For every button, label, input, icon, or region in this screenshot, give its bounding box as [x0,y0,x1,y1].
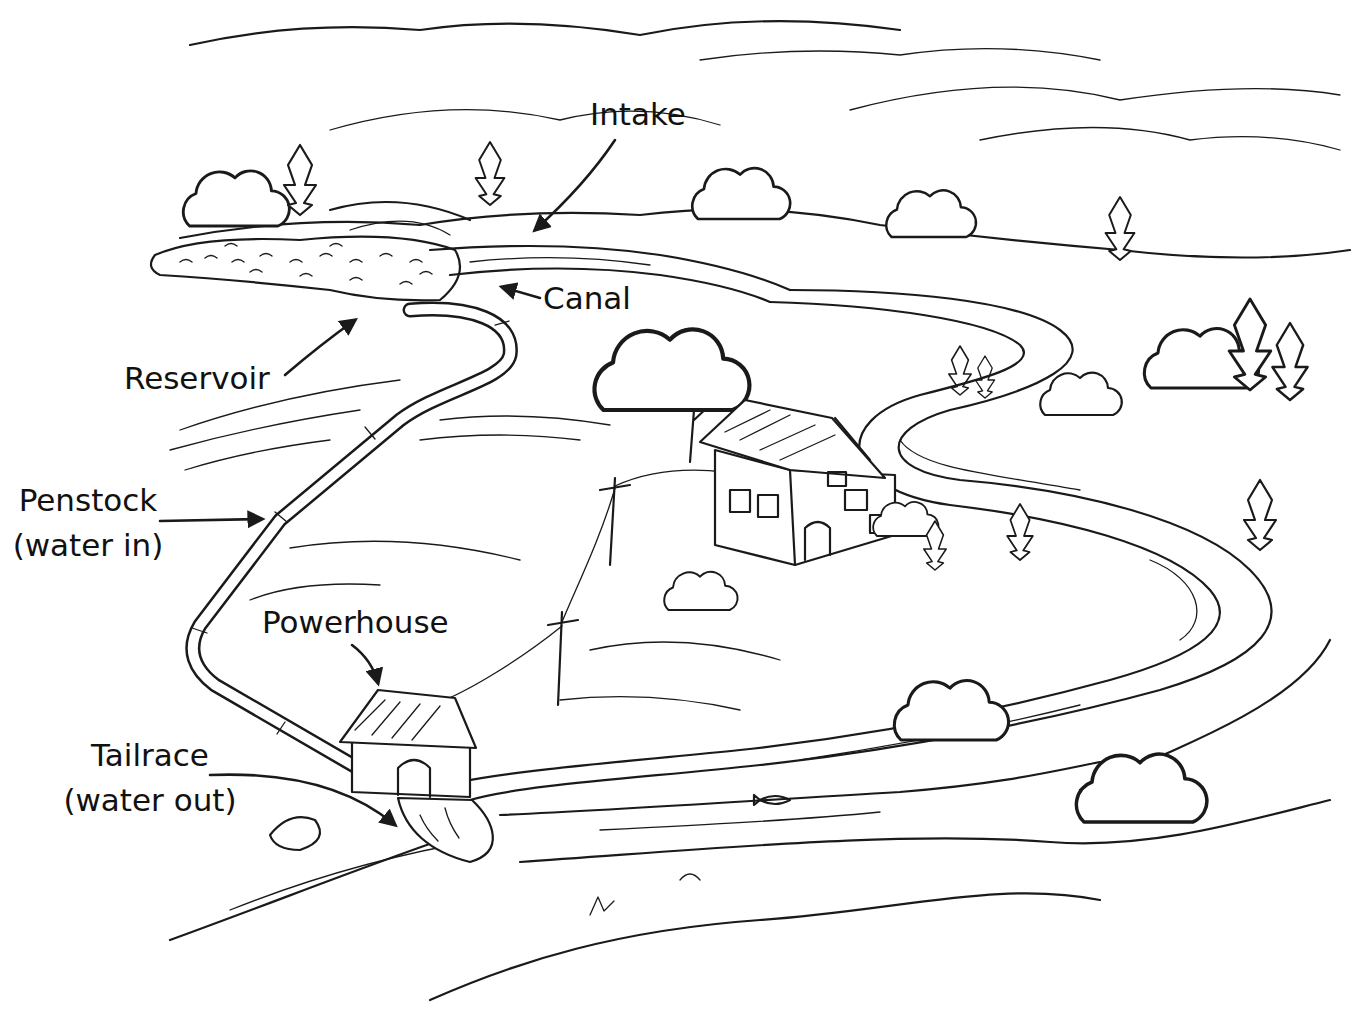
pine-tree [1244,480,1276,550]
part-label: Canal [543,276,653,321]
power-pole [548,612,578,705]
pine-tree [924,521,946,570]
bush [1076,754,1206,822]
house-door [805,522,830,560]
hill-hatching [420,416,610,440]
house-edge [790,418,870,565]
stream [330,202,470,220]
powerhouse-wall [352,740,470,797]
pine-tree [1007,504,1033,560]
tailrace-outflow [398,798,493,862]
mountain-ridge [980,128,1340,151]
bush [183,171,289,226]
part-label: Reservoir [124,356,299,401]
bush [664,572,737,610]
pine-tree [476,142,505,205]
pine-tree [1106,197,1135,260]
part-label: Tailrace (water out) [50,733,250,823]
roof-shingles [355,700,440,740]
turbine-opening [398,760,430,797]
river-bank [170,830,470,940]
mountain-ridge [190,21,900,45]
bush [894,681,1008,740]
pine-tree [284,145,316,215]
water-ripples [180,244,432,285]
reservoir [151,237,460,301]
leader-arrow [285,320,355,375]
roof-shingles [725,410,835,460]
part-label: Intake [590,92,710,137]
leader-arrow [502,287,540,298]
water-splash [420,808,459,841]
pine-tree [1272,323,1307,400]
leader-arrow [160,519,262,521]
powerhouse-roof [340,690,476,748]
mountain-ridge [700,49,1100,60]
river-bank [520,800,1330,862]
part-label: Powerhouse [262,600,467,645]
river-flow [230,812,880,910]
part-label: Penstock (water in) [2,478,174,568]
canal-flow [470,258,650,265]
grass-tuft [590,874,700,915]
fish [754,795,790,805]
leader-arrow [352,645,378,683]
leader-arrow [210,775,395,825]
bush [1040,373,1122,415]
bush [692,168,790,219]
river-bank [470,290,1272,800]
mountain-ridge [850,87,1340,110]
house-roof [700,400,885,478]
foreground-bank [430,893,1100,1000]
tree-canopy [594,329,749,410]
bush [886,190,976,237]
leader-arrow [535,140,615,230]
river-bank [500,762,1100,815]
river-bank [460,302,1220,782]
rock [270,817,320,850]
field-line [250,584,380,600]
pine-tree [1229,299,1271,390]
stream [350,221,450,235]
